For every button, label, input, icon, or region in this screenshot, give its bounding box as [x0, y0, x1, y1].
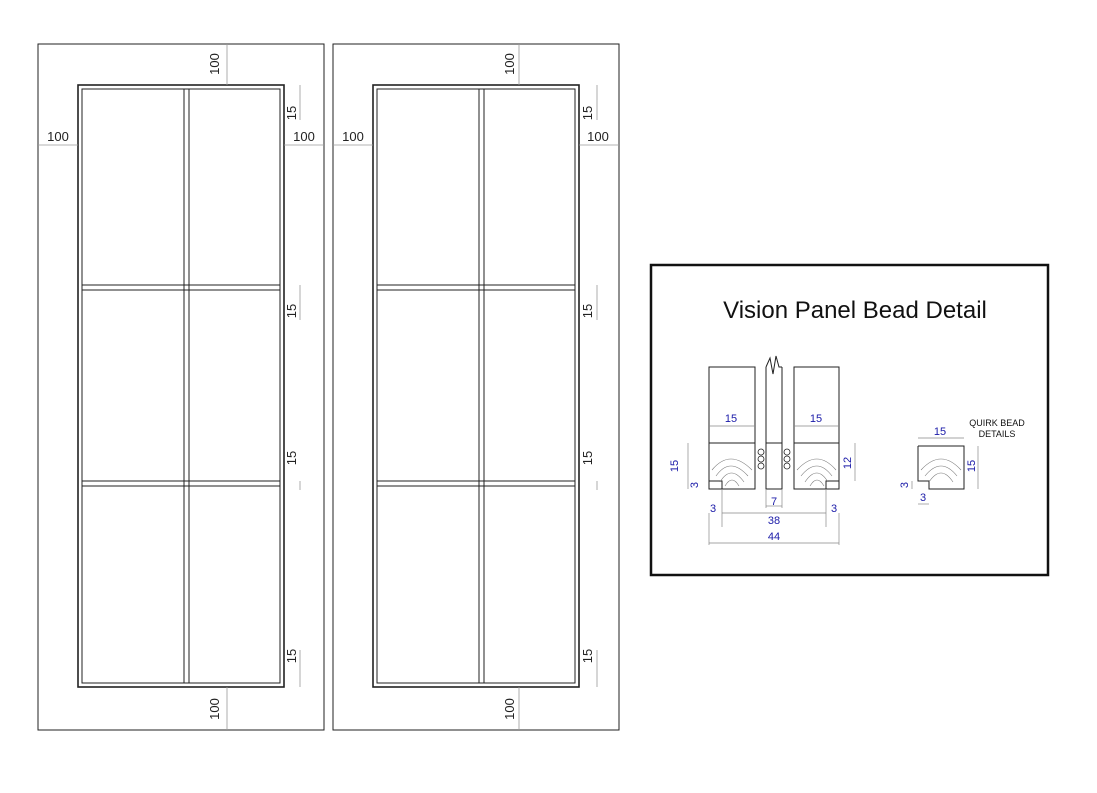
door-right-vision-frame-inner	[376, 88, 576, 684]
bead-detail-dim-lines	[687, 425, 856, 545]
quirk-label-line2: DETAILS	[979, 429, 1016, 439]
door-left-dim-bead-4: 15	[284, 649, 299, 663]
bead-dim-height-left: 15	[669, 460, 681, 472]
quirk-bead-drawing	[917, 445, 965, 490]
door-left-vision-frame-inner	[81, 88, 281, 684]
quirk-dim-q-w: 3	[920, 492, 926, 504]
bead-dim-width-left: 15	[725, 413, 737, 425]
quirk-label-line1: QUIRK BEAD	[969, 418, 1025, 428]
door-right-vision-frame-outer	[372, 84, 580, 688]
door-right-dim-bottom: 100	[502, 698, 517, 720]
quirk-dim-width: 15	[934, 426, 946, 438]
bead-dim-overall-width: 44	[768, 531, 780, 543]
glazing-tape	[757, 448, 791, 470]
bead-dim-height-right: 12	[842, 457, 854, 469]
door-right-dim-bead-4: 15	[580, 649, 595, 663]
door-left-dim-lines	[38, 44, 324, 730]
door-right-outline	[332, 43, 620, 731]
door-left-dim-bead-3: 15	[284, 451, 299, 465]
quirk-dim-lines	[911, 437, 979, 505]
bead-dim-inner-width: 38	[768, 515, 780, 527]
bead-detail-panel: Vision Panel Bead Detail	[649, 263, 1050, 577]
door-left-dim-bottom: 100	[207, 698, 222, 720]
door-right-dim-right: 100	[587, 129, 609, 144]
door-left-outline	[37, 43, 325, 731]
door-left-dim-top: 100	[207, 53, 222, 75]
bead-dim-quirk-step-left: 3	[710, 503, 716, 515]
door-right-dim-left: 100	[342, 129, 364, 144]
door-left: 100 100 100 100 15 15 15 15	[37, 43, 325, 731]
bead-grain-left	[711, 458, 753, 487]
quirk-dim-height: 15	[966, 460, 978, 472]
door-right: 100 100 100 100 15 15 15 15	[332, 43, 620, 731]
door-left-dim-right: 100	[293, 129, 315, 144]
door-right-dim-bead-1: 15	[580, 106, 595, 120]
door-right-dim-bead-3: 15	[580, 451, 595, 465]
door-left-dim-bead-1: 15	[284, 106, 299, 120]
quirk-bead-grain	[920, 458, 962, 483]
bead-grain-right	[796, 458, 837, 487]
bead-dim-width-right: 15	[810, 413, 822, 425]
bead-detail-border	[649, 263, 1050, 577]
door-left-dim-bead-2: 15	[284, 304, 299, 318]
bead-section-drawing	[708, 355, 840, 490]
door-left-vision-frame-outer	[77, 84, 285, 688]
bead-dim-quirk-step-right: 3	[831, 503, 837, 515]
door-right-dim-top: 100	[502, 53, 517, 75]
bead-detail-title: Vision Panel Bead Detail	[723, 297, 987, 324]
door-left-dim-left: 100	[47, 129, 69, 144]
bead-dim-glass-gap: 7	[771, 496, 777, 508]
door-right-dim-lines	[333, 44, 619, 730]
bead-dim-quirk-left: 3	[689, 482, 701, 488]
door-right-dim-bead-2: 15	[580, 304, 595, 318]
quirk-dim-q-h: 3	[899, 482, 911, 488]
